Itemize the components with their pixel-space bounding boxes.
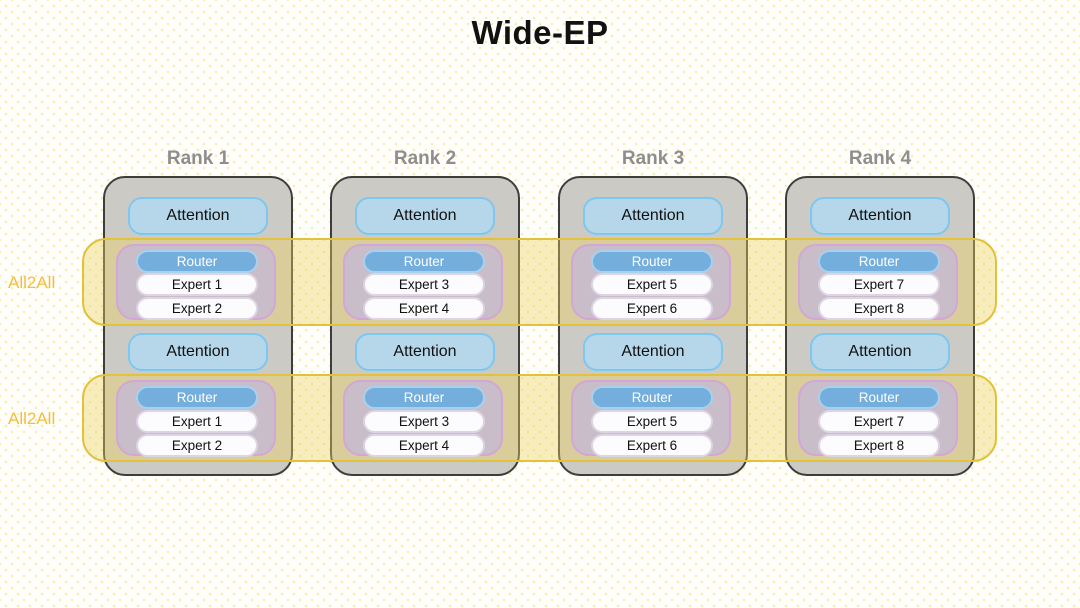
rank-label: Rank 4 (848, 148, 912, 169)
router-block: Router (591, 250, 713, 273)
expert-block: Expert 4 (363, 434, 485, 457)
expert-block: Expert 8 (818, 297, 940, 320)
rank-label: Rank 1 (166, 148, 230, 169)
rank-column: Attention Router Expert 3 Expert 4 Atten… (330, 176, 520, 476)
expert-block: Expert 5 (591, 273, 713, 296)
attention-block: Attention (355, 197, 495, 235)
attention-block: Attention (355, 333, 495, 371)
rank-column: Attention Router Expert 1 Expert 2 Atten… (103, 176, 293, 476)
all2all-label: All2All (8, 409, 56, 428)
router-block: Router (136, 250, 258, 273)
router-block: Router (818, 386, 940, 409)
attention-block: Attention (128, 197, 268, 235)
attention-block: Attention (810, 333, 950, 371)
attention-block: Attention (810, 197, 950, 235)
expert-block: Expert 6 (591, 434, 713, 457)
attention-block: Attention (128, 333, 268, 371)
expert-block: Expert 8 (818, 434, 940, 457)
router-block: Router (136, 386, 258, 409)
router-block: Router (363, 386, 485, 409)
expert-block: Expert 7 (818, 410, 940, 433)
rank-column: Attention Router Expert 7 Expert 8 Atten… (785, 176, 975, 476)
expert-block: Expert 1 (136, 410, 258, 433)
rank-column: Attention Router Expert 5 Expert 6 Atten… (558, 176, 748, 476)
expert-block: Expert 7 (818, 273, 940, 296)
router-block: Router (363, 250, 485, 273)
expert-block: Expert 3 (363, 410, 485, 433)
all2all-label: All2All (8, 273, 56, 292)
expert-block: Expert 6 (591, 297, 713, 320)
expert-block: Expert 3 (363, 273, 485, 296)
attention-block: Attention (583, 197, 723, 235)
expert-block: Expert 4 (363, 297, 485, 320)
expert-block: Expert 2 (136, 434, 258, 457)
expert-block: Expert 5 (591, 410, 713, 433)
router-block: Router (818, 250, 940, 273)
rank-label: Rank 3 (621, 148, 685, 169)
expert-block: Expert 2 (136, 297, 258, 320)
rank-label: Rank 2 (393, 148, 457, 169)
router-block: Router (591, 386, 713, 409)
attention-block: Attention (583, 333, 723, 371)
diagram-title: Wide-EP (471, 14, 609, 51)
expert-block: Expert 1 (136, 273, 258, 296)
